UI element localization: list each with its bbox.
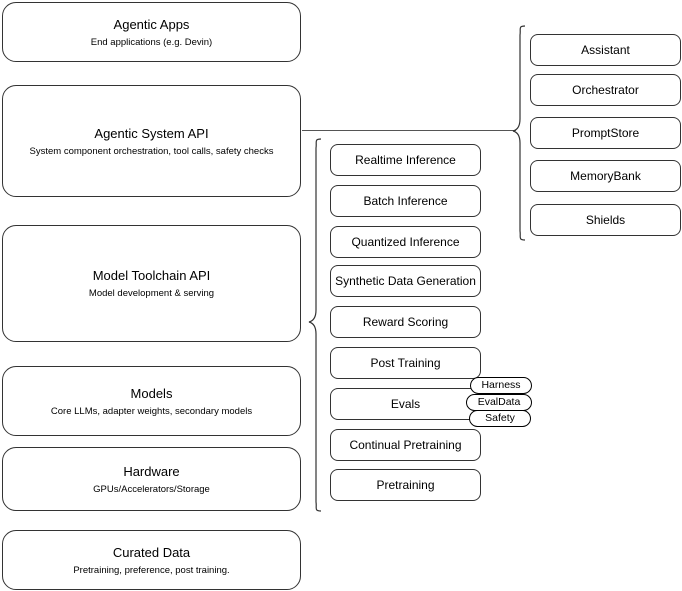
capability-box-synthetic-data-generation[interactable]: Synthetic Data Generation (330, 265, 481, 297)
capability-label: Quantized Inference (351, 234, 460, 249)
layer-box-model-toolchain-api[interactable]: Model Toolchain API Model development & s… (2, 225, 301, 342)
capability-label: Pretraining (376, 477, 435, 492)
capability-label: Realtime Inference (355, 152, 456, 167)
layer-subtitle: End applications (e.g. Devin) (90, 36, 213, 48)
layer-subtitle: Model development & serving (88, 288, 215, 299)
component-label: Shields (585, 212, 626, 227)
capability-box-reward-scoring[interactable]: Reward Scoring (330, 306, 481, 338)
component-box-orchestrator[interactable]: Orchestrator (530, 74, 681, 106)
component-box-memorybank[interactable]: MemoryBank (530, 160, 681, 192)
component-label: PromptStore (571, 125, 640, 140)
system-api-connector-line (302, 130, 516, 131)
component-box-promptstore[interactable]: PromptStore (530, 117, 681, 149)
capability-box-evals[interactable]: Evals (330, 388, 481, 420)
toolchain-brace (308, 138, 322, 512)
eval-tag-safety[interactable]: Safety (469, 410, 531, 427)
capability-label: Synthetic Data Generation (335, 273, 476, 288)
capability-label: Batch Inference (363, 193, 448, 208)
component-box-assistant[interactable]: Assistant (530, 34, 681, 66)
capability-label: Evals (390, 396, 421, 411)
component-label: MemoryBank (570, 168, 641, 183)
layer-title: Curated Data (112, 544, 191, 560)
capability-label: Reward Scoring (362, 314, 449, 329)
layer-title: Models (130, 385, 173, 401)
capability-label: Continual Pretraining (349, 437, 462, 452)
layer-box-agentic-system-api[interactable]: Agentic System API System component orche… (2, 85, 301, 197)
component-label: Assistant (581, 42, 630, 57)
system-components-brace (512, 25, 526, 241)
layer-subtitle: Core LLMs, adapter weights, secondary mo… (50, 405, 253, 417)
capability-box-post-training[interactable]: Post Training (330, 347, 481, 379)
layer-subtitle: System component orchestration, tool cal… (29, 145, 274, 157)
capability-box-quantized-inference[interactable]: Quantized Inference (330, 226, 481, 258)
eval-tag-harness[interactable]: Harness (470, 377, 532, 394)
component-box-shields[interactable]: Shields (530, 204, 681, 236)
layer-title: Model Toolchain API (92, 268, 211, 283)
eval-tag-evaldata[interactable]: EvalData (466, 394, 532, 411)
capability-box-pretraining[interactable]: Pretraining (330, 469, 481, 501)
capability-box-realtime-inference[interactable]: Realtime Inference (330, 144, 481, 176)
component-label: Orchestrator (572, 82, 639, 97)
layer-subtitle: Pretraining, preference, post training. (73, 564, 230, 576)
layer-subtitle: GPUs/Accelerators/Storage (93, 483, 210, 495)
capability-box-continual-pretraining[interactable]: Continual Pretraining (330, 429, 481, 461)
capability-box-batch-inference[interactable]: Batch Inference (330, 185, 481, 217)
layer-title: Agentic System API (94, 125, 209, 141)
layer-title: Hardware (123, 463, 180, 479)
layer-title: Agentic Apps (113, 16, 190, 32)
capability-label: Post Training (370, 355, 441, 370)
